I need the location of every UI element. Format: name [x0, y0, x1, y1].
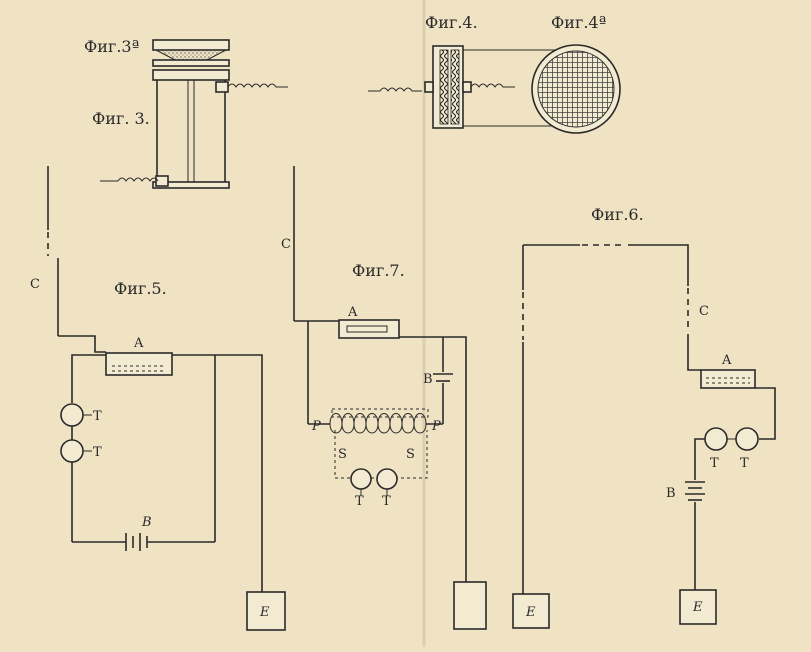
fig3-lead-wire-left [100, 177, 159, 182]
fig6-label-b: B [666, 486, 676, 501]
fig7-label-s1: S [338, 447, 347, 462]
fig7-label-s2: S [406, 447, 415, 462]
fig3-coherer [100, 39, 288, 189]
fig6-label-t1: T [710, 456, 719, 471]
fig5-label-e: E [259, 605, 270, 620]
fig4a-mesh-disc [531, 44, 621, 134]
fig6-earth-box-left [512, 593, 550, 629]
fig7-earth-box [453, 581, 487, 630]
fig7-telephone-2 [376, 468, 398, 490]
fig7-label-t1: T [355, 494, 364, 509]
fig5-coherer-a [105, 352, 173, 376]
fig7-label-a: A [347, 305, 358, 320]
fig7-title: Фиг.7. [352, 261, 405, 280]
fig7-label-t2: T [382, 494, 391, 509]
fig6-circuit [512, 244, 776, 629]
fig5-telephone-1 [60, 403, 84, 427]
fig6-earth-box-right [679, 589, 717, 625]
fig4-plate-coherer [368, 45, 560, 129]
fig6-coherer-a [700, 369, 756, 389]
fig5-label-t1: T [93, 409, 102, 424]
fig3-lead-wire-right [227, 83, 288, 88]
fig4-lead-wire-right [470, 83, 515, 88]
fig6-telephone-1 [704, 427, 728, 451]
fig5-telephone-2 [60, 439, 84, 463]
fig4a-title: Фиг.4ª [551, 13, 607, 32]
fig5-label-t2: T [93, 445, 102, 460]
fig7-label-c: C [281, 237, 291, 252]
fig7-primary-coil [329, 413, 427, 425]
fig3a-title: Фиг.3ª [84, 37, 140, 56]
fig7-coherer-a [338, 319, 400, 339]
fig5-label-c: C [30, 277, 40, 292]
fig6-title: Фиг.6. [591, 205, 644, 224]
fig5-label-a: A [133, 336, 144, 351]
fig4-title: Фиг.4. [425, 13, 478, 32]
fig6-label-c: C [699, 304, 709, 319]
fig6-telephone-2 [735, 427, 759, 451]
fig6-label-t2: T [740, 456, 749, 471]
fig7-circuit [293, 166, 487, 630]
fig6-label-a: A [721, 353, 732, 368]
fig7-label-p2: P [431, 419, 441, 434]
fig3-title: Фиг. 3. [92, 109, 150, 128]
fig7-secondary-circuit [334, 430, 428, 479]
fig5-earth-box [246, 591, 286, 631]
fig7-telephone-1 [350, 468, 372, 490]
fig7-label-p1: P [311, 419, 321, 434]
fig7-label-b: B [423, 372, 433, 387]
fig4-lead-wire-left [368, 87, 422, 92]
fig5-label-b: B [141, 515, 152, 530]
fig5-circuit [47, 166, 286, 631]
fig5-title: Фиг.5. [114, 279, 167, 298]
fig6-label-e2: E [692, 600, 703, 615]
fig6-label-e1: E [525, 605, 536, 620]
